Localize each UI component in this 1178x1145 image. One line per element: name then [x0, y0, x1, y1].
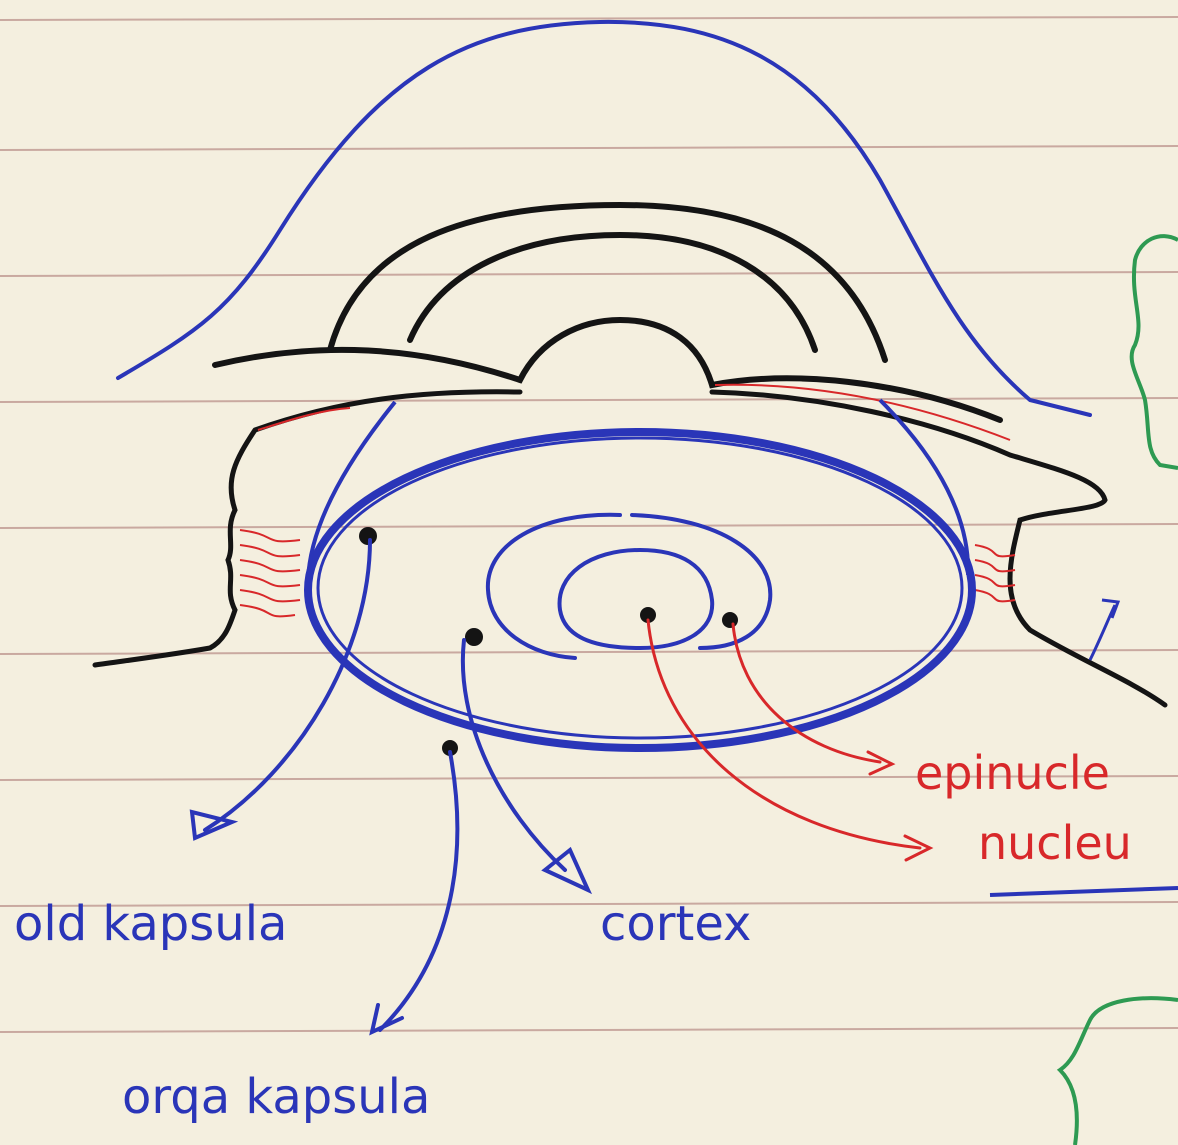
label-epinucleus: epinucle — [915, 750, 1110, 796]
green-brace-top — [1132, 236, 1178, 468]
label-nucleus: nucleu — [978, 820, 1132, 866]
cortex-ring — [488, 515, 770, 658]
label-old-kapsula: old kapsula — [14, 900, 287, 948]
label-cortex: cortex — [600, 900, 751, 948]
ruled-lines — [0, 17, 1178, 1032]
iris-arcs — [215, 205, 1000, 420]
nucleus-ring — [560, 550, 713, 648]
label-orqa-kapsula: orqa kapsula — [122, 1073, 430, 1121]
blue-underline — [990, 888, 1178, 895]
blue-leader-lines — [192, 540, 588, 1032]
red-leader-lines — [648, 620, 930, 860]
green-brace-bottom — [1060, 998, 1178, 1145]
lens-capsule — [308, 432, 972, 748]
zonule-lines-blue — [308, 400, 968, 580]
